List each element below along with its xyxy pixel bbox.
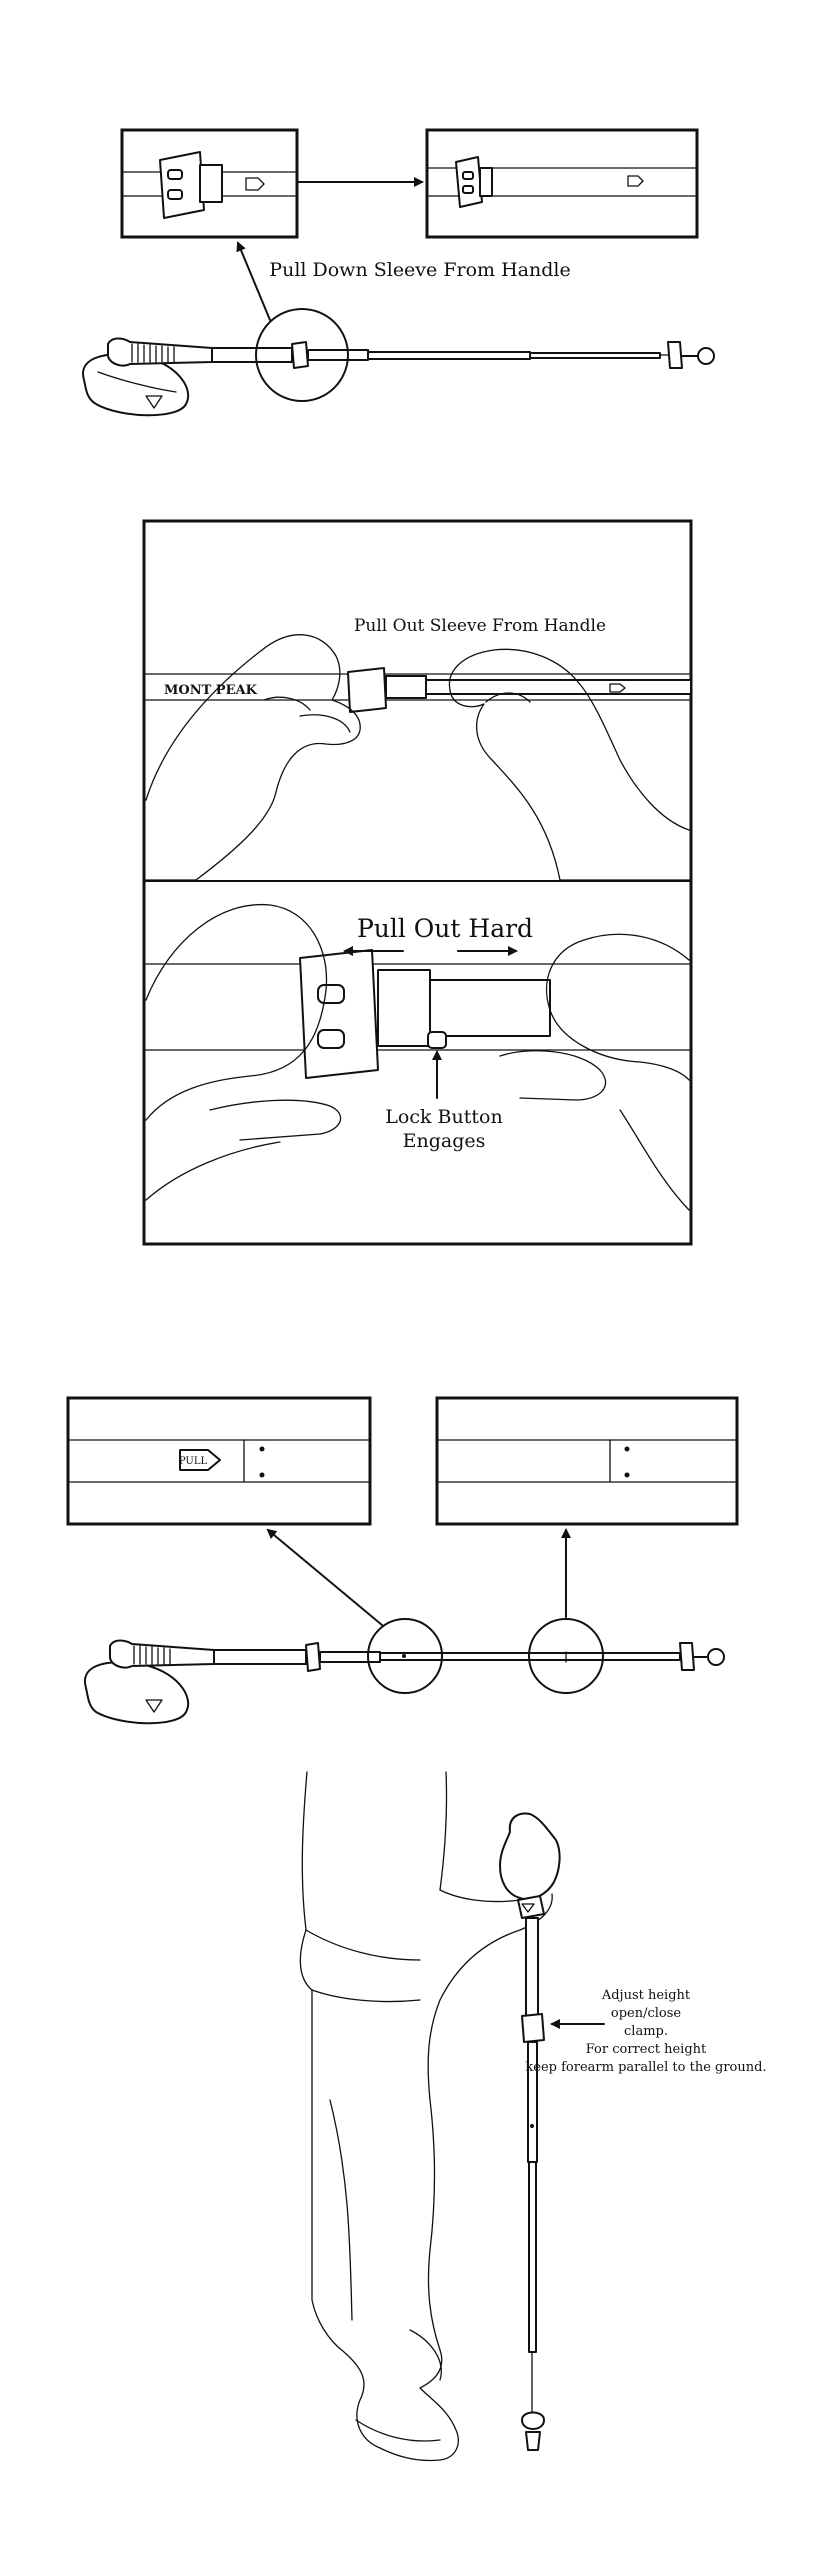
step2-bottom-scene — [145, 903, 690, 1211]
step3-lock-label-line1: Lock Button — [385, 1106, 502, 1128]
step3-caption: Pull Out Hard — [357, 914, 533, 943]
step1-pole — [82, 337, 715, 417]
step2-pole-logo: MONT PEAK — [164, 683, 258, 698]
step2-pole-scene: MONT PEAK — [145, 667, 692, 713]
step3-lock-label-line2: Engages — [403, 1130, 486, 1152]
step5-hand-and-pole — [499, 1812, 561, 2451]
step5-person — [299, 1771, 553, 2462]
step5-panel: Adjust height open/close clamp. For corr… — [299, 1771, 767, 2462]
step2-left-hand — [145, 634, 361, 881]
step4-detail-box-left: PULL — [66, 1396, 372, 1526]
step4-zoom-circle-left — [367, 1618, 443, 1694]
step5-note-line4: For correct height — [586, 2042, 707, 2057]
step1-zoom-circle — [255, 308, 349, 402]
step2-panel: Pull Out Sleeve From Handle MONT PEAK — [142, 519, 693, 1246]
step5-note-line3: clamp. — [624, 2024, 668, 2039]
step1-detail-box-right — [425, 128, 699, 239]
step4-pull-label: PULL — [179, 1456, 208, 1467]
step2-right-hand — [448, 648, 690, 881]
step1-panel: Pull Down Sleeve From Handle — [82, 128, 715, 417]
step2-frame — [142, 519, 693, 1246]
step4-zoom-circle-right — [528, 1618, 604, 1694]
step4-panel: PULL — [66, 1396, 739, 1725]
step4-detail-box-right — [435, 1396, 739, 1526]
step2-caption: Pull Out Sleeve From Handle — [354, 616, 606, 636]
step1-arrow-to-detail — [236, 241, 271, 321]
step1-caption: Pull Down Sleeve From Handle — [269, 259, 570, 281]
step4-arrow-left — [266, 1528, 383, 1626]
step5-note-line2: open/close — [611, 2006, 682, 2021]
step5-note-line5: keep forearm parallel to the ground. — [525, 2060, 766, 2075]
step1-detail-box-left — [120, 128, 299, 239]
step5-note-line1: Adjust height — [601, 1988, 691, 2003]
step4-pole — [83, 1639, 725, 1725]
